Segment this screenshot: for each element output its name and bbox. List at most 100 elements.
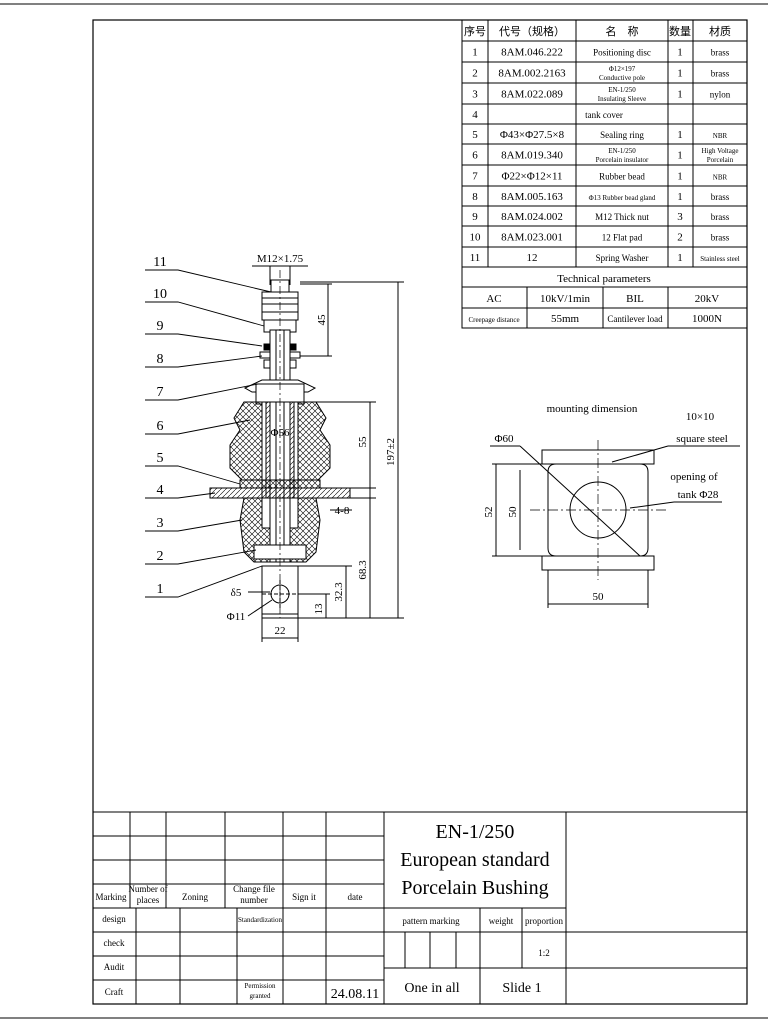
part-name: Φ13 Rubber bead gland: [589, 194, 656, 202]
balloon-6: 6: [157, 419, 164, 434]
tb-proportion: proportion: [525, 916, 563, 926]
part-qty: 1: [677, 129, 683, 141]
leader-line-5: [145, 465, 241, 485]
tb-slide: Slide 1: [502, 981, 541, 996]
part-material: NBR: [713, 174, 728, 182]
tb-check: check: [104, 938, 125, 948]
part-no: 4: [472, 109, 478, 121]
part-no: 1: [472, 47, 478, 59]
dim-phi56: Φ56: [270, 427, 290, 439]
part-material: brass: [711, 212, 730, 222]
leader-line-8: [145, 355, 263, 368]
part-no: 8: [472, 191, 478, 203]
part-code: Φ43×Φ27.5×8: [500, 129, 565, 141]
dim-delta5: δ5: [231, 587, 242, 599]
tb-date-value: 24.08.11: [331, 987, 379, 1002]
part-material: High Voltage: [702, 147, 739, 155]
tb-audit: Audit: [104, 962, 125, 972]
tech-creepage-label: Creepage distance: [468, 316, 519, 324]
part-no: 3: [472, 89, 478, 101]
part-code: 8AM.005.163: [501, 191, 563, 203]
tb-design: design: [102, 914, 126, 924]
tb-permission-2: granted: [250, 992, 271, 1000]
header-no: 序号: [464, 24, 486, 38]
dim-683: 68.3: [357, 560, 369, 580]
tb-places-2: places: [137, 895, 160, 905]
balloon-9: 9: [157, 319, 164, 334]
part-name: M12 Thick nut: [595, 212, 649, 222]
dim-4-8: 4-8: [335, 505, 350, 517]
leader-line-1: [145, 565, 263, 598]
balloon-1: 1: [157, 582, 164, 597]
part-name: Spring Washer: [596, 253, 649, 263]
balloon-5: 5: [157, 451, 164, 466]
tech-cantilever-value: 1000N: [692, 313, 722, 325]
leader-line-4: [145, 492, 216, 499]
tb-craft: Craft: [105, 987, 124, 997]
part-name: EN-1/250: [608, 86, 636, 94]
mounting-view: mounting dimension 10×10 square steel Φ6…: [483, 403, 740, 608]
tb-marking: Marking: [96, 892, 127, 902]
product-name-1: European standard: [400, 849, 549, 871]
opening-label: opening of: [670, 471, 718, 483]
tb-change-2: number: [240, 895, 268, 905]
dim-13: 13: [313, 603, 325, 615]
part-code: 8AM.002.2163: [498, 68, 566, 80]
leader-line-9: [145, 333, 263, 347]
mount-dim-52: 52: [483, 507, 495, 518]
tb-standardization: Standardization: [238, 916, 282, 924]
part-material: brass: [711, 233, 730, 243]
part-code: 8AM.046.222: [501, 47, 563, 59]
balloon-4: 4: [157, 483, 164, 498]
balloon-7: 7: [157, 385, 164, 400]
part-qty: 1: [677, 89, 683, 101]
balloon-3: 3: [157, 516, 164, 531]
part-no: 2: [472, 68, 478, 80]
part-no: 7: [472, 171, 478, 183]
part-name-2: Conductive pole: [599, 74, 645, 82]
dim-55: 55: [357, 436, 369, 448]
part-qty: 2: [677, 232, 683, 244]
part-qty: 1: [677, 150, 683, 162]
part-no: 5: [472, 129, 478, 141]
mounting-title: mounting dimension: [547, 403, 638, 415]
tb-change-1: Change file: [233, 884, 275, 894]
tech-cantilever-label: Cantilever load: [607, 314, 663, 324]
tech-ac-value: 10kV/1min: [540, 293, 591, 305]
part-name: EN-1/250: [608, 147, 636, 155]
part-name: 12 Flat pad: [602, 233, 643, 243]
part-name: Sealing ring: [600, 130, 644, 140]
part-qty: 1: [677, 191, 683, 203]
leader-line-11: [145, 269, 272, 293]
tb-zoning: Zoning: [182, 892, 208, 902]
part-code: Φ22×Φ12×11: [501, 171, 562, 183]
part-no: 6: [472, 150, 478, 162]
balloon-11: 11: [153, 255, 166, 270]
part-name: tank cover: [585, 110, 623, 120]
tech-ac-label: AC: [486, 293, 501, 305]
balloon-10: 10: [153, 287, 167, 302]
tb-permission-1: Permission: [244, 982, 276, 990]
parts-rows: 1 8AM.046.222 Positioning disc 1 brass 2 8AM.0…: [470, 47, 740, 265]
product-code: EN-1/250: [436, 821, 515, 843]
part-qty: 1: [677, 171, 683, 183]
balloon-2: 2: [157, 549, 164, 564]
part-code: 8AM.023.001: [501, 232, 563, 244]
part-qty: 3: [677, 211, 683, 223]
tb-weight: weight: [489, 916, 514, 926]
part-code: 8AM.019.340: [501, 150, 563, 162]
part-no: 11: [470, 252, 481, 264]
steel-size: 10×10: [686, 411, 715, 423]
part-material: brass: [711, 48, 730, 58]
part-name-2: Porcelain insulator: [596, 156, 649, 164]
part-material: brass: [711, 192, 730, 202]
part-name-2: Insulating Sleeve: [598, 95, 646, 103]
header-code: 代号（规格）: [499, 24, 565, 38]
tb-places-1: Number of: [128, 884, 167, 894]
tb-one-in-all: One in all: [404, 981, 459, 996]
part-name: Positioning disc: [593, 48, 651, 58]
mount-dim-50h: 50: [593, 591, 605, 603]
tb-sign: Sign it: [292, 892, 316, 902]
